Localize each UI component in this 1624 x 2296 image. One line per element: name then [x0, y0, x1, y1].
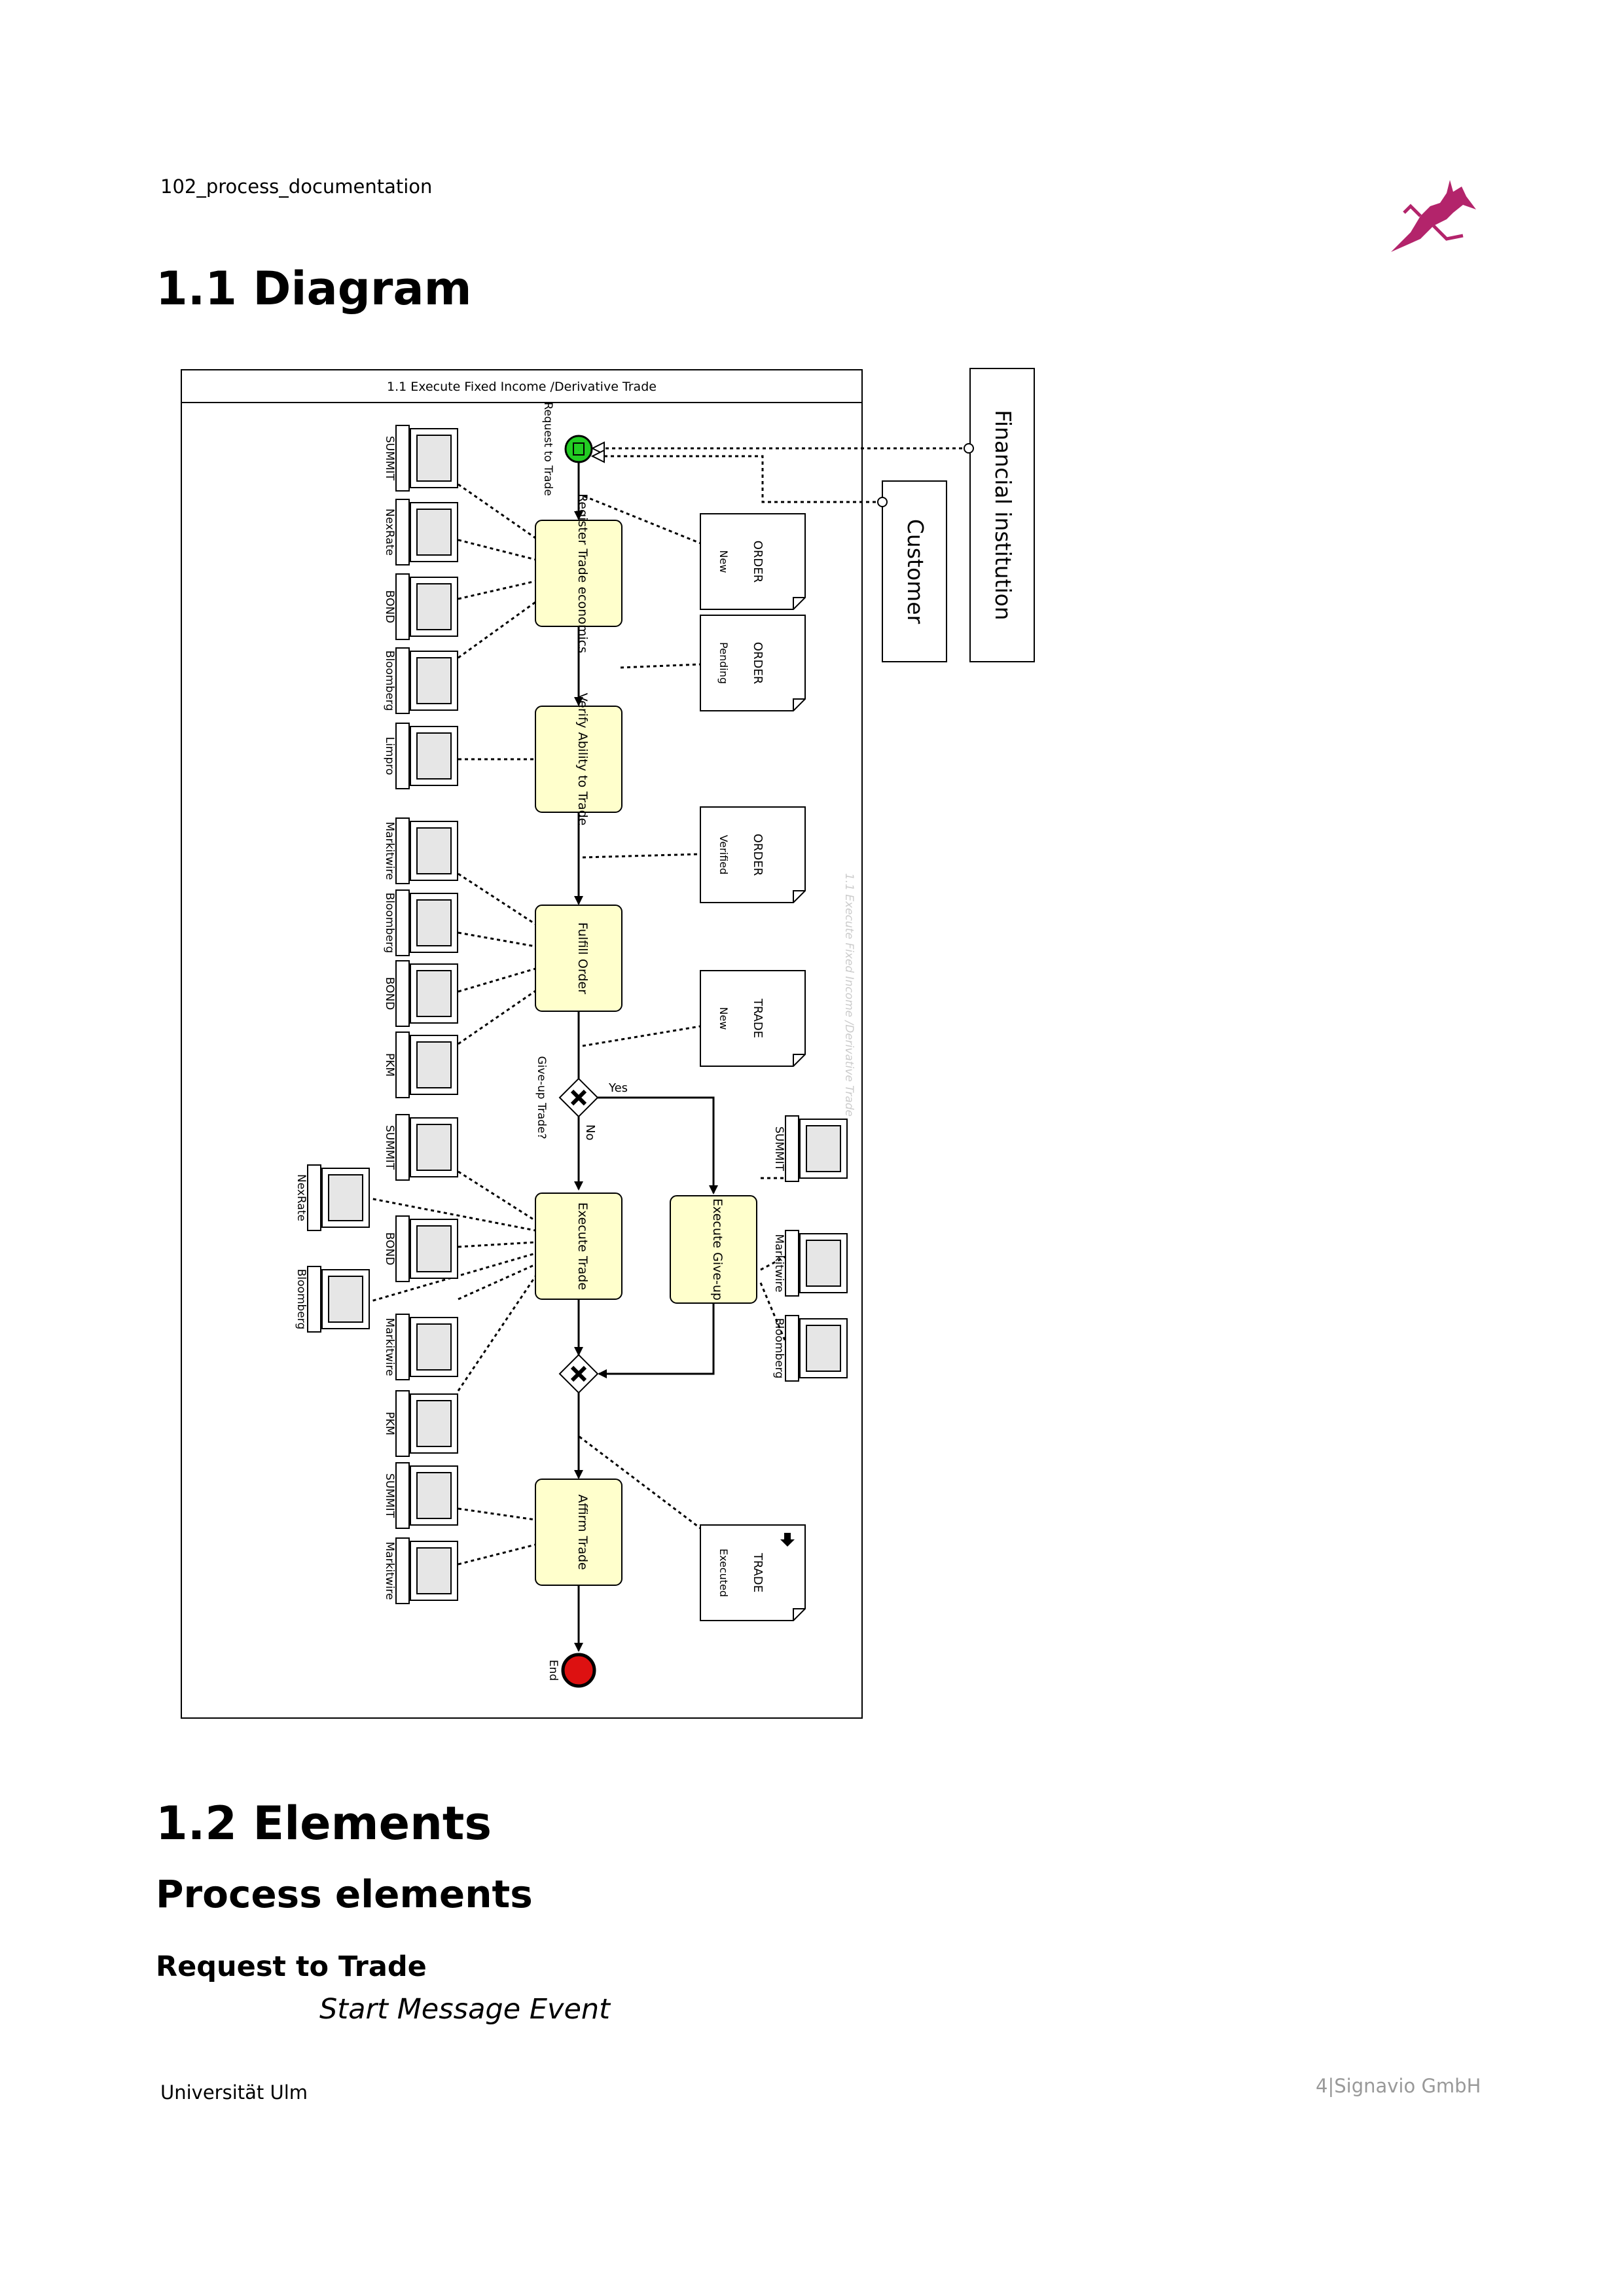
participant-customer [882, 480, 947, 662]
system-label: Markitwire [772, 1234, 785, 1292]
system-label: SUMMIT [383, 1473, 396, 1518]
signavio-logo-icon [1391, 180, 1476, 252]
system-bloomberg [395, 647, 458, 714]
data-object-name: ORDER [751, 834, 765, 876]
system-label: NexRate [383, 509, 396, 556]
task-execute-trade: Execute Trade [535, 1193, 623, 1300]
data-object-state: Executed [717, 1549, 730, 1597]
pool-watermark: 1.1 Execute Fixed Income /Derivative Tra… [842, 873, 856, 1117]
system-markitwire [395, 1537, 458, 1604]
system-label: Bloomberg [295, 1269, 308, 1329]
data-object-name: TRADE [751, 998, 765, 1038]
system-bloomberg [307, 1266, 370, 1333]
pool-title: 1.1 Execute Fixed Income /Derivative Tra… [387, 380, 657, 394]
system-markitwire [395, 1314, 458, 1380]
system-label: BOND [383, 1232, 396, 1266]
elements-heading: 1.2 Elements [156, 1797, 492, 1850]
system-label: Bloomberg [383, 893, 396, 953]
system-bloomberg [395, 889, 458, 956]
system-label: Bloomberg [383, 651, 396, 711]
data-object-state: Verified [717, 835, 730, 875]
system-label: PKM [383, 1412, 396, 1435]
envelope-icon [573, 442, 585, 456]
data-object-trade-new: TRADE New [700, 970, 806, 1067]
diagram-heading: 1.1 Diagram [156, 262, 472, 315]
system-bond [395, 573, 458, 640]
start-event-label: Request to Trade [541, 402, 554, 495]
system-label: NexRate [295, 1174, 308, 1221]
system-markitwire [785, 1230, 848, 1297]
task-affirm-trade: Affirm Trade [535, 1479, 623, 1586]
document-name: 102_process_documentation [160, 175, 433, 198]
gateway-yes-label: Yes [608, 1081, 628, 1095]
system-nexrate [395, 499, 458, 565]
task-execute-giveup-label: Execute Give-up [710, 1198, 725, 1300]
task-execute-giveup: Execute Give-up [670, 1195, 757, 1304]
data-object-order-verified: ORDER Verified [700, 806, 806, 903]
system-pkm [395, 1031, 458, 1098]
data-object-name: TRADE [751, 1552, 765, 1592]
output-arrow-icon [780, 1533, 795, 1547]
data-object-order-pending: ORDER Pending [700, 615, 806, 711]
pool [181, 369, 863, 1719]
system-summit [395, 425, 458, 492]
task-affirm-trade-label: Affirm Trade [575, 1494, 590, 1570]
task-execute-trade-label: Execute Trade [575, 1202, 590, 1290]
system-label: BOND [383, 977, 396, 1011]
task-register-trade-label: Register Trade economics [575, 493, 590, 653]
system-label: Markitwire [383, 1541, 396, 1600]
participant-financial-institution-label: Financial institution [990, 410, 1016, 620]
system-label: BOND [383, 590, 396, 624]
system-label: Limpro [383, 737, 396, 776]
data-object-state: Pending [717, 642, 730, 684]
system-summit [395, 1462, 458, 1529]
system-label: SUMMIT [383, 1125, 396, 1170]
task-fulfill-order: Fulfill Order [535, 905, 623, 1012]
task-verify-ability: Verify Ability to Trade [535, 693, 623, 826]
system-bond [395, 960, 458, 1027]
task-verify-ability-label: Verify Ability to Trade [575, 693, 590, 826]
data-object-order-new: ORDER New [700, 513, 806, 610]
gateway-merge [558, 1354, 599, 1394]
data-object-state: New [717, 1007, 730, 1030]
element-name: Request to Trade [156, 1950, 427, 1983]
system-label: Markitwire [383, 1318, 396, 1376]
data-object-name: ORDER [751, 642, 765, 684]
end-event-label: End [547, 1660, 560, 1681]
footer-separator: | [1327, 2075, 1335, 2097]
system-label: SUMMIT [772, 1126, 785, 1172]
system-summit [785, 1115, 848, 1182]
system-nexrate [307, 1164, 370, 1231]
gateway-giveup-label: Give-up Trade? [535, 1056, 548, 1139]
footer-right: 4|Signavio GmbH [1316, 2075, 1481, 2097]
footer-company: Signavio GmbH [1334, 2075, 1481, 2097]
system-label: SUMMIT [383, 436, 396, 481]
end-event [561, 1653, 596, 1688]
data-object-state: New [717, 550, 730, 573]
system-bloomberg [785, 1315, 848, 1382]
system-limpro [395, 723, 458, 789]
system-bond [395, 1215, 458, 1282]
participant-customer-label: Customer [903, 519, 928, 624]
data-object-name: ORDER [751, 541, 765, 583]
data-object-trade-executed: TRADE Executed [700, 1524, 806, 1621]
system-label: PKM [383, 1053, 396, 1077]
system-label: Markitwire [383, 821, 396, 880]
system-summit [395, 1114, 458, 1181]
element-type: Start Message Event [319, 1993, 611, 2026]
footer-university: Universität Ulm [160, 2081, 308, 2104]
task-fulfill-order-label: Fulfill Order [575, 922, 590, 994]
participant-financial-institution [969, 368, 1035, 662]
page-number: 4 [1316, 2075, 1328, 2097]
task-register-trade: Register Trade economics [535, 493, 623, 653]
system-pkm [395, 1390, 458, 1457]
system-label: Bloomberg [772, 1318, 785, 1378]
gateway-no-label: No [583, 1124, 597, 1140]
process-elements-heading: Process elements [156, 1872, 533, 1916]
gateway-giveup [558, 1077, 599, 1118]
system-markitwire [395, 817, 458, 884]
